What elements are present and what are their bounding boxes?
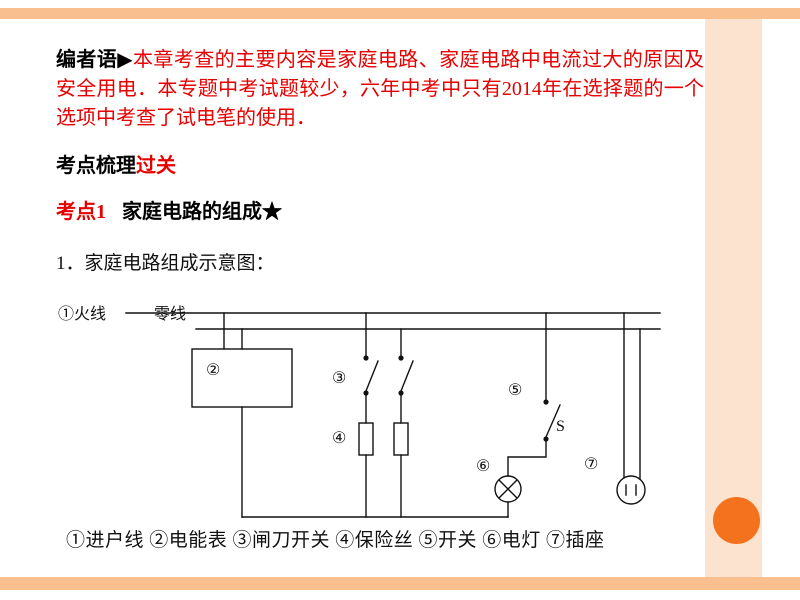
knife-blade-2 (400, 359, 414, 392)
switch-blade (545, 403, 561, 438)
side-accent-stripe (705, 19, 762, 577)
editor-note: 编者语▶本章考查的主要内容是家庭电路、家庭电路中电流过大的原因及安全用电．本专题… (56, 46, 704, 134)
knife-switch-number: ③ (332, 370, 346, 387)
outline-heading: 考点梳理过关 (56, 149, 704, 178)
fuse-number: ④ (332, 430, 346, 447)
circuit-diagram-svg: ①火线 零线 ② ③ (58, 305, 661, 518)
kaodian-title: 家庭电路的组成★ (122, 200, 282, 223)
bottom-accent-bar (0, 577, 800, 590)
outline-heading-black: 考点梳理 (56, 154, 136, 177)
editor-note-label: 编者语▶ (56, 49, 134, 71)
socket-icon (616, 474, 646, 505)
lamp-cross (498, 478, 518, 499)
top-accent-bar (0, 8, 800, 19)
meter-number: ② (206, 362, 220, 379)
accent-circle (713, 497, 760, 544)
knife-contact-top-1 (363, 354, 369, 361)
socket-slots (625, 483, 637, 496)
outline-heading-red: 过关 (136, 154, 176, 177)
switch-contact-top (543, 398, 549, 405)
switch-to-lamp-wire (507, 437, 547, 477)
lamp-number: ⑥ (476, 458, 490, 475)
fuse-right (393, 421, 409, 456)
socket-number: ⑦ (584, 456, 598, 473)
kaodian-label: 考点1 (56, 200, 106, 223)
switch-number: ⑤ (508, 382, 522, 399)
diagram-caption: ①进户线 ②电能表 ③闸刀开关 ④保险丝 ⑤开关 ⑥电灯 ⑦插座 (66, 529, 605, 551)
neutral-wire-label: 零线 (154, 305, 186, 323)
slide-content: 编者语▶本章考查的主要内容是家庭电路、家庭电路中电流过大的原因及安全用电．本专题… (56, 46, 704, 552)
kaodian-heading: 考点1 家庭电路的组成★ (56, 195, 704, 224)
item-1-text: 1．家庭电路组成示意图： (56, 252, 275, 274)
editor-note-body: 本章考查的主要内容是家庭电路、家庭电路中电流过大的原因及安全用电．本专题中考试题… (56, 49, 704, 130)
knife-contact-top-2 (398, 354, 404, 361)
live-wire-label: ①火线 (58, 305, 106, 323)
circuit-diagram: ①火线 零线 ② ③ (56, 291, 704, 552)
knife-blade-1 (365, 359, 379, 392)
fuse-left (358, 421, 374, 456)
switch-letter: S (556, 418, 565, 435)
